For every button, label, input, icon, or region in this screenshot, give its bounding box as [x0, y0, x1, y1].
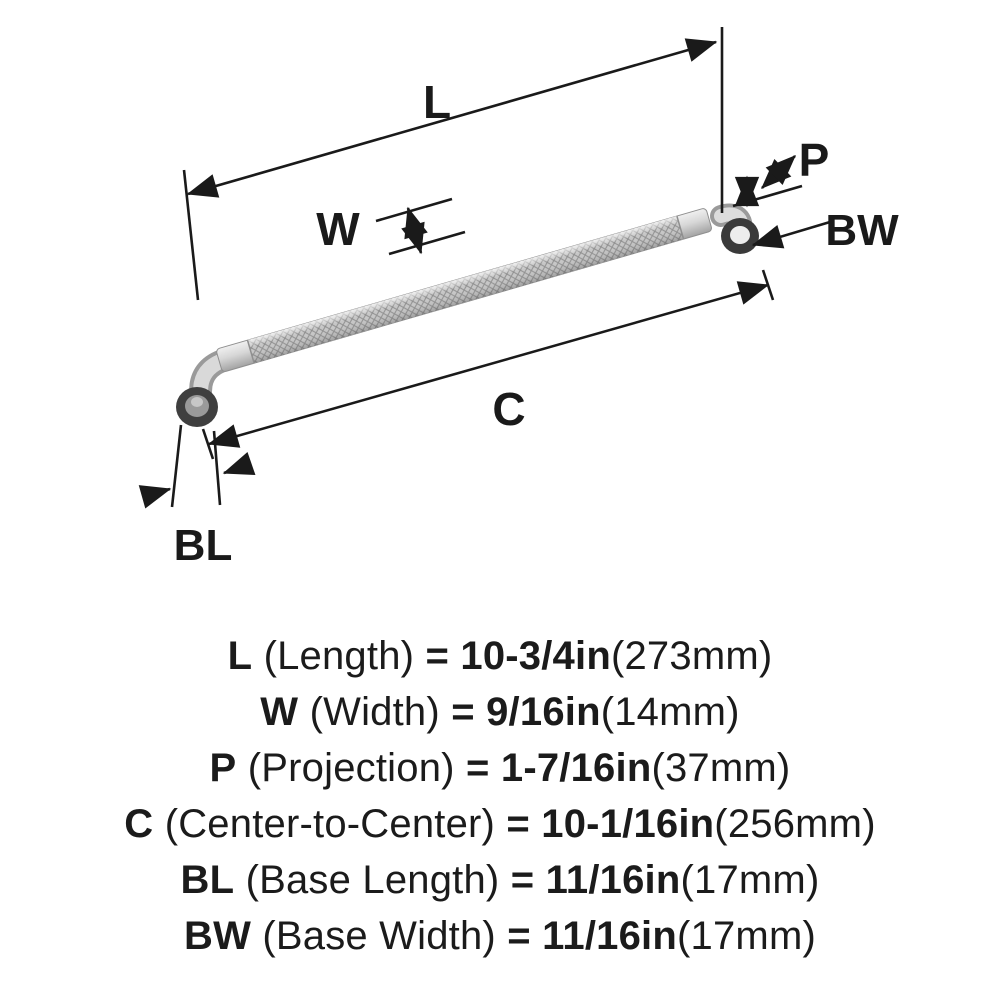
spec-label: (Base Width) [262, 914, 496, 958]
spec-equals: = [510, 858, 535, 902]
label-bw: BW [825, 206, 899, 255]
spec-row-projection: P (Projection) = 1-7/16in(37mm) [0, 740, 1000, 796]
spec-metric: (17mm) [680, 858, 820, 902]
spec-equals: = [507, 914, 531, 958]
label-bl: BL [174, 521, 233, 570]
dimension-bl-arrow-left [138, 485, 172, 509]
dimension-bl-extension-left [170, 424, 183, 508]
spec-row-center-to-center: C (Center-to-Center) = 10-1/16in(256mm) [0, 796, 1000, 852]
dimension-bw-leader [751, 220, 831, 249]
spec-row-length: L (Length) = 10-3/4in(273mm) [0, 628, 1000, 684]
spec-equals: = [506, 802, 530, 846]
spec-value: 11/16in [542, 914, 678, 958]
spec-equals: = [466, 746, 490, 790]
spec-label: (Center-to-Center) [164, 802, 496, 846]
dimension-w-tick-lower [388, 230, 466, 256]
label-p: P [799, 134, 830, 186]
spec-value: 9/16in [486, 690, 601, 734]
spec-label: (Width) [309, 690, 440, 734]
label-w: W [316, 203, 360, 255]
spec-metric: (273mm) [610, 634, 773, 678]
spec-row-width: W (Width) = 9/16in(14mm) [0, 684, 1000, 740]
label-c: C [492, 383, 525, 435]
spec-metric: (256mm) [714, 802, 876, 846]
diagram-svg: L W P BW C BL [138, 27, 899, 570]
label-l: L [423, 76, 451, 128]
dimension-w-arrow [401, 206, 428, 255]
spec-value: 10-1/16in [541, 802, 715, 846]
spec-metric: (14mm) [600, 690, 740, 734]
dimension-c-tick-left [201, 428, 215, 460]
dimension-bl-arrow-right [222, 451, 256, 475]
spec-label: (Length) [263, 634, 415, 678]
dimension-l-line [186, 38, 718, 198]
dimension-c-tick-right [761, 269, 775, 301]
spec-code: P [209, 746, 237, 790]
dimension-bw-extension [732, 184, 803, 208]
dimension-l-extension-left [182, 169, 200, 301]
handle-drawing [176, 203, 759, 427]
spec-row-base-length: BL (Base Length) = 11/16in(17mm) [0, 852, 1000, 908]
spec-metric: (37mm) [651, 746, 791, 790]
spec-list: L (Length) = 10-3/4in(273mm) W (Width) =… [0, 628, 1000, 964]
spec-value: 11/16in [545, 858, 681, 902]
dimension-lines [138, 27, 831, 509]
spec-code: W [260, 690, 299, 734]
handle-right-foot [721, 218, 759, 254]
dimension-w-tick-upper [375, 197, 453, 223]
dimension-c-line [207, 281, 770, 448]
handle-dimension-diagram: L W P BW C BL [138, 27, 899, 570]
handle-left-foot [176, 387, 218, 427]
spec-metric: (17mm) [677, 914, 816, 958]
spec-row-base-width: BW (Base Width) = 11/16in(17mm) [0, 908, 1000, 964]
spec-equals: = [451, 690, 475, 734]
spec-label: (Projection) [247, 746, 455, 790]
spec-code: BW [184, 914, 252, 958]
dimension-bl-extension-right [212, 430, 222, 506]
spec-value: 1-7/16in [500, 746, 652, 790]
spec-equals: = [425, 634, 450, 678]
spec-code: C [124, 802, 154, 846]
spec-value: 10-3/4in [460, 634, 611, 678]
dimension-p-arrow-diagonal [761, 155, 796, 189]
spec-label: (Base Length) [245, 858, 500, 902]
spec-code: BL [180, 858, 235, 902]
spec-code: L [227, 634, 253, 678]
